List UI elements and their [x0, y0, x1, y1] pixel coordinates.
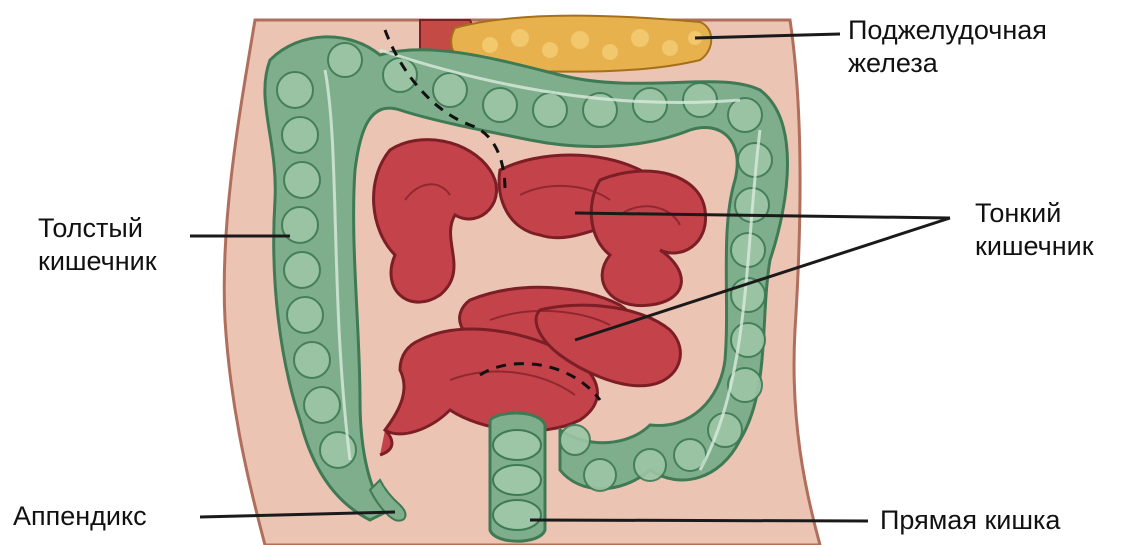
label-pancreas: Поджелудочная железа	[848, 14, 1047, 80]
label-large-intestine-line1: Толстый	[38, 212, 157, 245]
label-small-intestine-line2: кишечник	[975, 230, 1094, 263]
label-large-intestine-line2: кишечник	[38, 245, 157, 278]
label-pancreas-line2: железа	[848, 47, 1047, 80]
label-small-intestine-line1: Тонкий	[975, 197, 1094, 230]
label-small-intestine: Тонкий кишечник	[975, 197, 1094, 263]
label-large-intestine: Толстый кишечник	[38, 212, 157, 278]
leader-rectum	[530, 520, 868, 521]
label-pancreas-line1: Поджелудочная	[848, 14, 1047, 47]
label-appendix: Аппендикс	[13, 500, 147, 533]
label-rectum: Прямая кишка	[880, 504, 1060, 537]
